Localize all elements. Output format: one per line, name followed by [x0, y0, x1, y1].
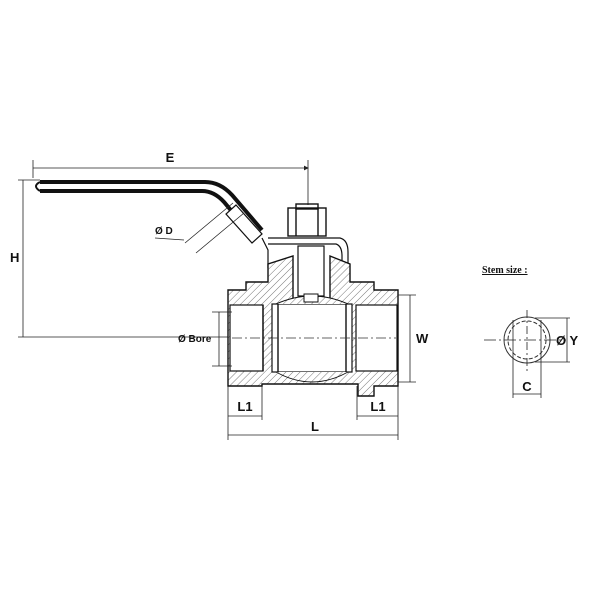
label-e: E — [166, 150, 175, 165]
label-l1-left: L1 — [237, 399, 252, 414]
dimension-d: Ø D — [154, 202, 245, 254]
dimension-l: L1 L1 L — [227, 386, 399, 440]
label-w: W — [416, 331, 429, 346]
label-l: L — [311, 419, 319, 434]
valve-body — [227, 245, 399, 397]
label-d: Ø D — [155, 226, 173, 237]
stem-size-title: Stem size : — [482, 265, 528, 276]
dimension-bore: Ø Bore — [178, 311, 232, 367]
stem-nut — [287, 203, 327, 237]
label-l1-right: L1 — [370, 399, 385, 414]
dimension-w: W — [398, 294, 429, 383]
label-c: C — [522, 379, 532, 394]
handle — [35, 180, 349, 270]
dimension-e: E — [32, 150, 309, 205]
stem-size-detail: Stem size : Ø Y C — [482, 265, 578, 398]
label-y: Ø Y — [556, 333, 578, 348]
label-h: H — [10, 250, 19, 265]
dimension-h: H — [10, 179, 228, 338]
label-bore: Ø Bore — [178, 334, 212, 345]
